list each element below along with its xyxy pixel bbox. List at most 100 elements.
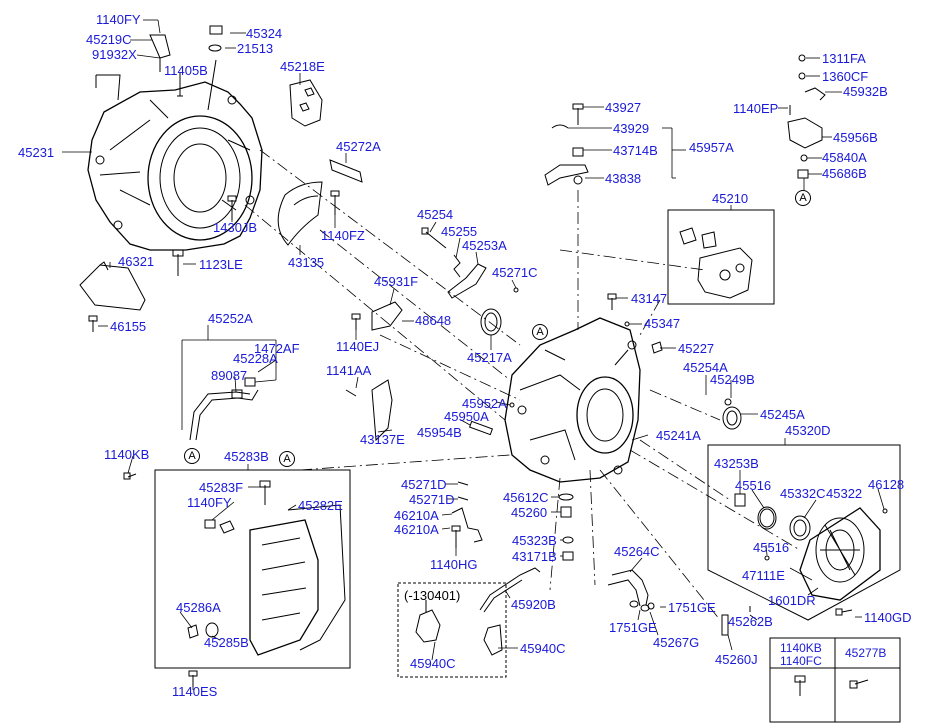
label-45940c[interactable]: 45940C: [520, 641, 566, 656]
label-45516-1[interactable]: 45516: [735, 478, 772, 493]
label-45260[interactable]: 45260: [511, 505, 548, 520]
label-45241a[interactable]: 45241A: [656, 428, 701, 443]
label-1360cf[interactable]: 1360CF: [822, 69, 869, 84]
label-46128[interactable]: 46128: [868, 477, 905, 492]
label-1472af[interactable]: 1472AF: [254, 341, 300, 356]
label-45271d-2[interactable]: 45271D: [409, 492, 455, 507]
cover-43135: [277, 181, 323, 246]
label-91932x[interactable]: 91932X: [92, 47, 137, 62]
label-1140kb[interactable]: 1140KB: [104, 447, 150, 462]
label-45217a[interactable]: 45217A: [467, 350, 512, 365]
label-1751ge-1[interactable]: 1751GE: [668, 600, 716, 615]
label-45324[interactable]: 45324: [246, 26, 283, 41]
label-1140fy-top[interactable]: 1140FY: [96, 12, 141, 27]
label-45931f[interactable]: 45931F: [374, 274, 419, 289]
label-45283b[interactable]: 45283B: [224, 449, 269, 464]
label-45322[interactable]: 45322: [826, 486, 863, 501]
label-45245a[interactable]: 45245A: [760, 407, 805, 422]
label-45954b[interactable]: 45954B: [417, 425, 462, 440]
label-45267g[interactable]: 45267G: [653, 635, 700, 650]
label-45271c[interactable]: 45271C: [492, 265, 538, 280]
label-45686b[interactable]: 45686B: [822, 166, 867, 181]
label-45332c[interactable]: 45332C: [780, 486, 826, 501]
label-1430jb[interactable]: 1430JB: [213, 220, 258, 235]
shield-43137e: [371, 379, 393, 442]
label-45286a[interactable]: 45286A: [176, 600, 221, 615]
label-89087[interactable]: 89087: [211, 368, 248, 383]
label-11405b[interactable]: 11405B: [164, 63, 208, 78]
label-43147[interactable]: 43147: [631, 291, 668, 306]
label-45940c-box[interactable]: 45940C: [410, 656, 456, 671]
table-cell-45277b[interactable]: 45277B: [845, 646, 887, 660]
label-45260j[interactable]: 45260J: [715, 652, 758, 667]
label-1140fz[interactable]: 1140FZ: [321, 228, 365, 243]
label-45227[interactable]: 45227: [678, 341, 715, 356]
label-45219c[interactable]: 45219C: [86, 32, 132, 47]
label-45249b[interactable]: 45249B: [710, 372, 755, 387]
label-45252a[interactable]: 45252A: [208, 311, 253, 326]
bracket-45931f: [371, 301, 403, 331]
converter-housing-drawing: [87, 25, 263, 251]
label-45516-2[interactable]: 45516: [753, 540, 790, 555]
label-46155[interactable]: 46155: [110, 319, 147, 334]
label-43714b[interactable]: 43714B: [613, 143, 658, 158]
label-45920b[interactable]: 45920B: [511, 597, 556, 612]
label-1141aa[interactable]: 1141AA: [326, 363, 372, 378]
label-45218e[interactable]: 45218E: [280, 59, 325, 74]
label-1751ge-2[interactable]: 1751GE: [609, 620, 657, 635]
label-45952a[interactable]: 45952A: [462, 396, 507, 411]
label-45271d-1[interactable]: 45271D: [401, 477, 447, 492]
label-45264c[interactable]: 45264C: [614, 544, 660, 559]
label-45347[interactable]: 45347: [644, 316, 681, 331]
label-1123le[interactable]: 1123LE: [199, 257, 243, 272]
label-45283f[interactable]: 45283F: [199, 480, 244, 495]
label-1311fa[interactable]: 1311FA: [822, 51, 866, 66]
label-45262b[interactable]: 45262B: [728, 614, 773, 629]
label-45323b[interactable]: 45323B: [512, 533, 557, 548]
oil-pan-drawing: [123, 472, 346, 687]
label-46321[interactable]: 46321: [118, 254, 155, 269]
label-45254[interactable]: 45254: [417, 207, 454, 222]
label-45272a[interactable]: 45272A: [336, 139, 381, 154]
label-46210a-1[interactable]: 46210A: [394, 508, 439, 523]
label-45840a[interactable]: 45840A: [822, 150, 867, 165]
label-43137e[interactable]: 43137E: [360, 432, 405, 447]
table-cell-1140fc[interactable]: 1140FC: [780, 654, 822, 668]
label-47111e[interactable]: 47111E: [742, 568, 785, 583]
label-45210[interactable]: 45210: [712, 191, 749, 206]
hose-45264c: [611, 569, 649, 606]
label-1140hg[interactable]: 1140HG: [430, 557, 478, 572]
label-21513[interactable]: 21513: [237, 41, 274, 56]
label-45932b[interactable]: 45932B: [843, 84, 888, 99]
label-48648[interactable]: 48648: [415, 313, 452, 328]
label-1140ep[interactable]: 1140EP: [733, 101, 779, 116]
label-1140es[interactable]: 1140ES: [172, 684, 218, 699]
label-45320d[interactable]: 45320D: [785, 423, 831, 438]
label-43929[interactable]: 43929: [613, 121, 650, 136]
label-43253b[interactable]: 43253B: [714, 456, 759, 471]
label-45282e[interactable]: 45282E: [298, 498, 343, 513]
label-45231[interactable]: 45231: [18, 145, 55, 160]
label-1140fy-mid[interactable]: 1140FY: [187, 495, 232, 510]
box-45210: [667, 209, 775, 305]
table-cell-1140kb[interactable]: 1140KB: [780, 641, 822, 655]
label-45253a[interactable]: 45253A: [462, 238, 507, 253]
label-45228a[interactable]: 45228A: [233, 351, 278, 366]
label-43927[interactable]: 43927: [605, 100, 642, 115]
label-1601dr[interactable]: 1601DR: [768, 593, 816, 608]
label-45950a[interactable]: 45950A: [444, 409, 489, 424]
label-46210a-2[interactable]: 46210A: [394, 522, 439, 537]
label-1140ej[interactable]: 1140EJ: [336, 339, 380, 354]
label-45957a[interactable]: 45957A: [689, 140, 734, 155]
label-1140gd[interactable]: 1140GD: [864, 610, 912, 625]
label-45956b[interactable]: 45956B: [833, 130, 878, 145]
label-45254a[interactable]: 45254A: [683, 360, 728, 375]
label-45612c[interactable]: 45612C: [503, 490, 549, 505]
label-43171b[interactable]: 43171B: [512, 549, 557, 564]
label-variant-130401: (-130401): [404, 588, 461, 603]
label-45255[interactable]: 45255: [441, 224, 478, 239]
label-45285b[interactable]: 45285B: [204, 635, 249, 650]
label-43838[interactable]: 43838: [605, 171, 642, 186]
label-43135[interactable]: 43135: [288, 255, 325, 270]
fastener-table: [769, 637, 901, 723]
